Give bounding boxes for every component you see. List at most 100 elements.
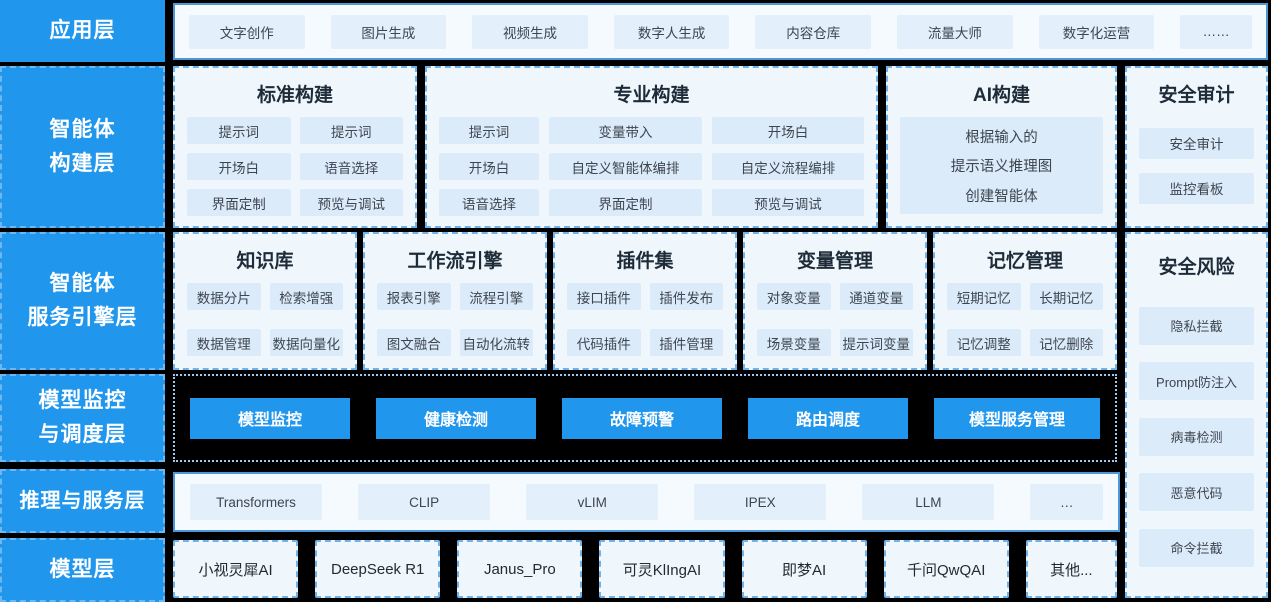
section-title: 变量管理 (796, 251, 873, 272)
feature-chip: 开场白 (187, 153, 291, 180)
feature-chip: 开场白 (712, 117, 864, 144)
application-chip: 数字人生成 (613, 14, 730, 49)
monitor-button: 模型服务管理 (934, 397, 1100, 439)
section-ai-build: AI构建 根据输入的 提示语义推理图 创建智能体 (886, 66, 1117, 228)
section-memory-management: 记忆管理 短期记忆长期记忆记忆调整记忆删除 (933, 232, 1117, 370)
layer-label-model: 模型层 (0, 538, 165, 602)
feature-chip: 接口插件 (567, 283, 641, 310)
ai-build-line: 创建智能体 (965, 188, 1038, 205)
feature-chip: 数据向量化 (269, 329, 343, 356)
section-security-audit: 安全审计 安全审计监控看板 (1125, 66, 1268, 228)
feature-chip: 对象变量 (757, 283, 831, 310)
section-title: 记忆管理 (986, 251, 1063, 272)
security-chip: 安全审计 (1139, 127, 1254, 159)
section-title: 安全风险 (1158, 257, 1235, 278)
security-chip: 隐私拦截 (1139, 306, 1254, 345)
knowledge-base-items: 数据分片检索增强数据管理数据向量化 (187, 283, 343, 356)
section-pro-build: 专业构建 提示词变量带入开场白开场白自定义智能体编排自定义流程编排语音选择界面定… (425, 66, 878, 228)
model-chip: Janus_Pro (457, 540, 583, 598)
feature-chip: 自定义流程编排 (712, 153, 864, 180)
application-layer-panel: 文字创作图片生成视频生成数字人生成内容仓库流量大师数字化运营…… (173, 3, 1268, 60)
security-audit-items: 安全审计监控看板 (1139, 117, 1254, 214)
feature-chip: 流程引擎 (459, 283, 533, 310)
plugin-set-items: 接口插件插件发布代码插件插件管理 (567, 283, 723, 356)
feature-chip: 提示词 (187, 117, 291, 144)
section-title: 知识库 (236, 251, 294, 272)
feature-chip: 提示词变量 (839, 329, 913, 356)
feature-chip: 数据分片 (187, 283, 261, 310)
application-chip: 数字化运营 (1038, 14, 1155, 49)
workflow-engine-items: 报表引擎流程引擎图文融合自动化流转 (377, 283, 533, 356)
model-chip: 千问QwQAI (883, 540, 1009, 598)
model-items: 小视灵犀AI DeepSeek R1 Janus_Pro 可灵KlIngAI 即梦AI 千… (173, 540, 1117, 598)
section-workflow-engine: 工作流引擎 报表引擎流程引擎图文融合自动化流转 (363, 232, 547, 370)
monitor-button: 故障预警 (562, 397, 722, 439)
inference-chip: … (1030, 484, 1104, 520)
layer-label-application: 应用层 (0, 0, 165, 62)
feature-chip: 变量带入 (549, 117, 702, 144)
application-chip: …… (1180, 14, 1252, 49)
feature-chip: 通道变量 (839, 283, 913, 310)
layer-label-inference: 推理与服务层 (0, 469, 165, 533)
section-standard-build: 标准构建 提示词提示词开场白语音选择界面定制预览与调试 (173, 66, 417, 228)
monitor-button: 健康检测 (376, 397, 536, 439)
feature-chip: 长期记忆 (1029, 283, 1103, 310)
feature-chip: 界面定制 (549, 189, 702, 216)
section-title: 专业构建 (613, 85, 690, 106)
pro-build-items: 提示词变量带入开场白开场白自定义智能体编排自定义流程编排语音选择界面定制预览与调… (439, 117, 864, 216)
agent-build-sections: 标准构建 提示词提示词开场白语音选择界面定制预览与调试 专业构建 提示词变量带入… (173, 66, 1117, 228)
section-knowledge-base: 知识库 数据分片检索增强数据管理数据向量化 (173, 232, 357, 370)
application-chip: 视频生成 (472, 14, 588, 49)
layer-label-text: 构建层 (49, 152, 116, 175)
section-title: 标准构建 (256, 85, 333, 106)
application-items: 文字创作图片生成视频生成数字人生成内容仓库流量大师数字化运营…… (175, 5, 1266, 58)
ai-build-description: 根据输入的 提示语义推理图 创建智能体 (900, 117, 1103, 214)
feature-chip: 数据管理 (187, 329, 261, 356)
memory-management-items: 短期记忆长期记忆记忆调整记忆删除 (947, 283, 1103, 356)
layer-label-text: 模型监控 (38, 389, 127, 413)
application-chip: 图片生成 (330, 14, 447, 49)
inference-chip: Transformers (190, 484, 323, 520)
security-chip: 命令拦截 (1139, 528, 1254, 567)
feature-chip: 语音选择 (439, 189, 539, 216)
section-security-risk: 安全风险 隐私拦截 Prompt防注入病毒检测恶意代码命令拦截 (1125, 232, 1268, 598)
feature-chip: 代码插件 (567, 329, 641, 356)
security-chip: 恶意代码 (1139, 473, 1254, 511)
feature-chip: 图文融合 (377, 329, 451, 356)
layer-label-agent-build: 智能体 构建层 (0, 66, 165, 228)
layer-label-text: 智能体 (49, 118, 116, 142)
model-chip: 可灵KlIngAI (599, 540, 725, 598)
feature-chip: 短期记忆 (947, 283, 1021, 310)
model-chip: DeepSeek R1 (315, 540, 441, 598)
section-variable-management: 变量管理 对象变量通道变量场景变量提示词变量 (743, 232, 927, 370)
feature-chip: 开场白 (439, 153, 539, 180)
standard-build-items: 提示词提示词开场白语音选择界面定制预览与调试 (187, 117, 403, 216)
section-plugin-set: 插件集 接口插件插件发布代码插件插件管理 (553, 232, 737, 370)
application-chip: 文字创作 (189, 14, 305, 49)
layer-label-text: 模型层 (49, 558, 116, 582)
feature-chip: 预览与调试 (299, 189, 403, 216)
section-title: 插件集 (616, 251, 674, 272)
model-chip: 即梦AI (741, 540, 867, 598)
inference-chip: CLIP (358, 484, 491, 520)
security-chip: 病毒检测 (1139, 417, 1254, 456)
ai-build-line: 根据输入的 (965, 129, 1038, 146)
security-risk-items: 隐私拦截 Prompt防注入病毒检测恶意代码命令拦截 (1139, 289, 1254, 584)
monitor-button: 路由调度 (748, 397, 908, 439)
layer-label-model-monitor: 模型监控 与调度层 (0, 374, 165, 462)
feature-chip: 插件管理 (649, 329, 723, 356)
feature-chip: 检索增强 (269, 283, 343, 310)
feature-chip: 自动化流转 (459, 329, 533, 356)
security-chip: Prompt防注入 (1139, 362, 1254, 400)
model-chip: 小视灵犀AI (173, 540, 299, 598)
section-title: AI构建 (972, 85, 1030, 106)
feature-chip: 记忆调整 (947, 329, 1021, 356)
feature-chip: 界面定制 (187, 189, 291, 216)
feature-chip: 语音选择 (299, 153, 403, 180)
inference-chip: vLIM (526, 484, 659, 520)
model-chip: 其他... (1025, 540, 1117, 598)
layer-label-text: 服务引擎层 (27, 306, 138, 329)
layer-label-text: 智能体 (49, 272, 116, 296)
